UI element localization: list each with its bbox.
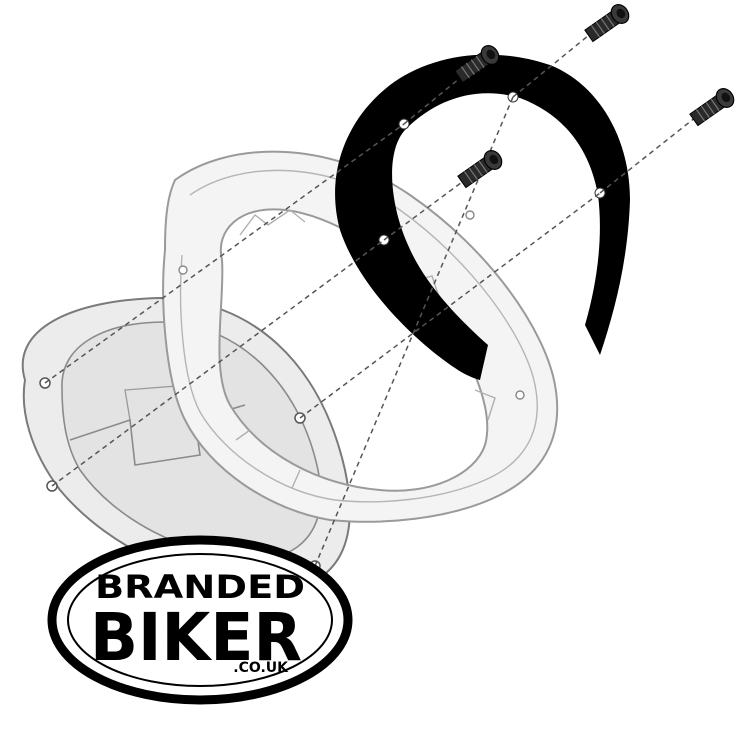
fuel-cap-plate <box>21 296 351 592</box>
logo-line-domain: .CO.UK <box>233 660 289 676</box>
ring-hole-1 <box>178 265 188 275</box>
ring-hole-3 <box>465 210 475 220</box>
logo-line-biker: BIKER <box>90 599 302 676</box>
mounting-bolt-3 <box>457 150 503 189</box>
mounting-bolt-2 <box>454 45 500 84</box>
ring-hole-4 <box>515 390 525 400</box>
mounting-bolt-1 <box>584 4 630 43</box>
logo-line-branded: BRANDED <box>95 568 305 606</box>
brand-logo[interactable]: BRANDED BIKER .CO.UK <box>47 535 353 705</box>
mounting-bolt-4 <box>689 88 735 127</box>
